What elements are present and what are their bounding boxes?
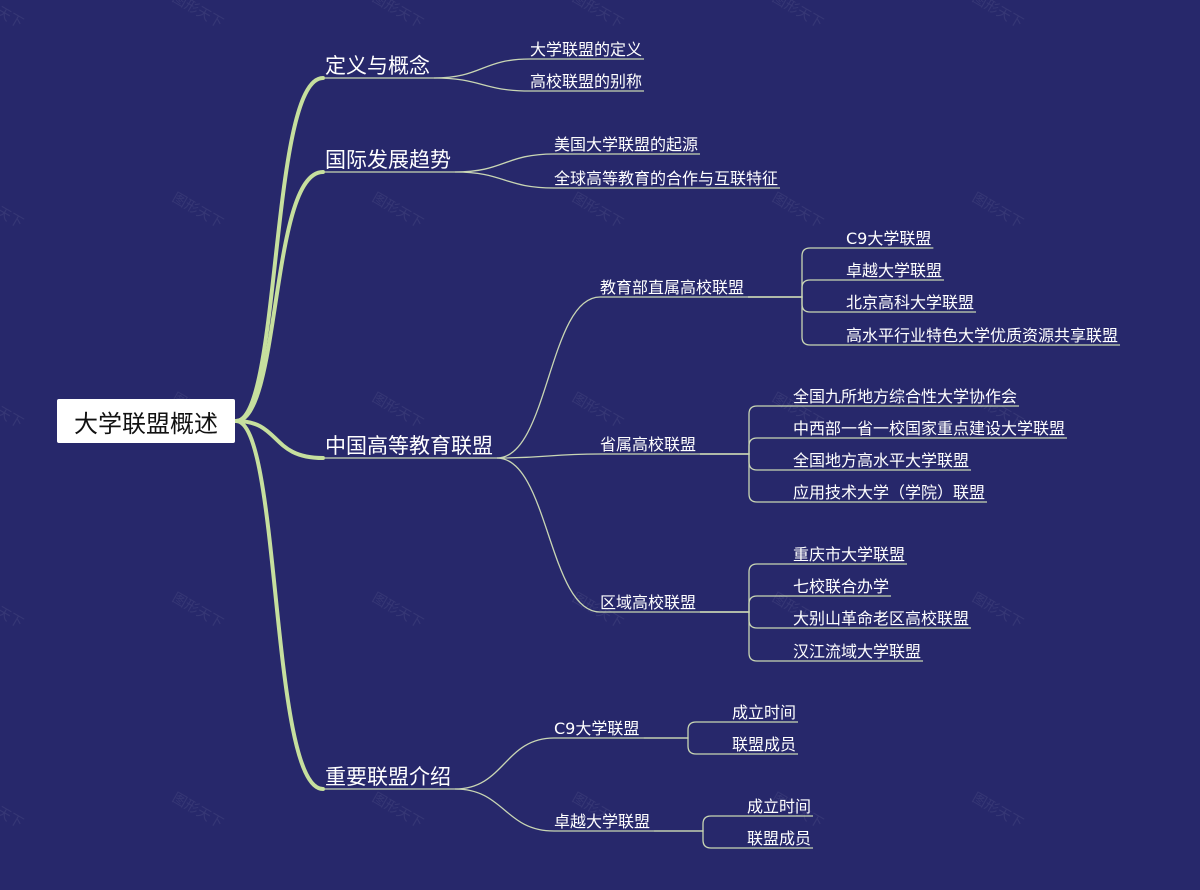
- sub-branch-line: [433, 77, 531, 92]
- leaf-connector: [700, 611, 793, 662]
- leaf-topic[interactable]: 中西部一省一校国家重点建设大学联盟: [793, 419, 1066, 438]
- branch-topic[interactable]: 重要联盟介绍: [325, 765, 451, 789]
- leaf-topic[interactable]: 高水平行业特色大学优质资源共享联盟: [846, 326, 1119, 345]
- leaf-topic[interactable]: 应用技术大学（学院）联盟: [793, 483, 986, 502]
- sub-branch-line: [496, 457, 601, 613]
- subtopic[interactable]: 大学联盟的定义: [530, 40, 643, 59]
- leaf-connector: [643, 721, 732, 739]
- sub-branch-line: [496, 453, 601, 459]
- sub-branch-line: [454, 788, 555, 832]
- leaf-connector: [643, 737, 732, 755]
- leaf-connector: [700, 437, 793, 455]
- main-branch-line: [234, 419, 325, 791]
- main-branch-line: [234, 76, 325, 423]
- leaf-topic[interactable]: 联盟成员: [747, 829, 812, 848]
- main-branch-line: [234, 419, 325, 460]
- leaf-connector: [700, 611, 793, 629]
- branch-topic[interactable]: 定义与概念: [325, 54, 430, 78]
- leaf-topic[interactable]: C9大学联盟: [846, 229, 932, 248]
- subtopic[interactable]: 全球高等教育的合作与互联特征: [554, 169, 779, 188]
- main-branch-line: [234, 170, 325, 423]
- leaf-topic[interactable]: 汉江流域大学联盟: [793, 642, 922, 661]
- leaf-connector: [700, 453, 793, 471]
- leaf-topic[interactable]: 七校联合办学: [793, 577, 890, 596]
- sub-branch-line: [496, 296, 601, 459]
- subtopic[interactable]: 高校联盟的别称: [530, 72, 643, 91]
- leaf-topic[interactable]: 全国地方高水平大学联盟: [793, 451, 970, 470]
- leaf-topic[interactable]: 成立时间: [732, 703, 797, 722]
- leaf-connector: [700, 405, 793, 455]
- leaf-topic[interactable]: 联盟成员: [732, 735, 797, 754]
- sub-branch-line: [454, 153, 555, 173]
- leaf-topic[interactable]: 全国九所地方综合性大学协作会: [793, 387, 1018, 406]
- subtopic[interactable]: C9大学联盟: [554, 719, 640, 738]
- subtopic[interactable]: 省属高校联盟: [600, 435, 697, 454]
- leaf-connector: [654, 815, 747, 832]
- sub-branch-line: [454, 737, 555, 790]
- leaf-topic[interactable]: 重庆市大学联盟: [793, 545, 906, 564]
- leaf-topic[interactable]: 北京高科大学联盟: [846, 293, 975, 312]
- subtopic[interactable]: 教育部直属高校联盟: [600, 278, 745, 297]
- leaf-connector: [700, 453, 793, 503]
- leaf-topic[interactable]: 大别山革命老区高校联盟: [793, 609, 970, 628]
- leaf-connector: [748, 296, 846, 313]
- leaf-topic[interactable]: 成立时间: [747, 797, 812, 816]
- leaf-connector: [700, 595, 793, 613]
- leaf-topic[interactable]: 卓越大学联盟: [846, 261, 943, 280]
- subtopic[interactable]: 区域高校联盟: [600, 593, 697, 612]
- leaf-connector: [748, 247, 846, 298]
- sub-branch-line: [433, 58, 531, 79]
- branch-topic[interactable]: 中国高等教育联盟: [325, 434, 493, 458]
- leaf-connector: [654, 830, 747, 849]
- leaf-connector: [748, 279, 846, 298]
- leaf-connector: [748, 296, 846, 346]
- root-node[interactable]: 大学联盟概述: [57, 399, 235, 443]
- leaf-connector: [700, 563, 793, 613]
- subtopic[interactable]: 卓越大学联盟: [554, 812, 651, 831]
- subtopic[interactable]: 美国大学联盟的起源: [554, 135, 699, 154]
- branch-topic[interactable]: 国际发展趋势: [325, 148, 451, 172]
- sub-branch-line: [454, 171, 555, 189]
